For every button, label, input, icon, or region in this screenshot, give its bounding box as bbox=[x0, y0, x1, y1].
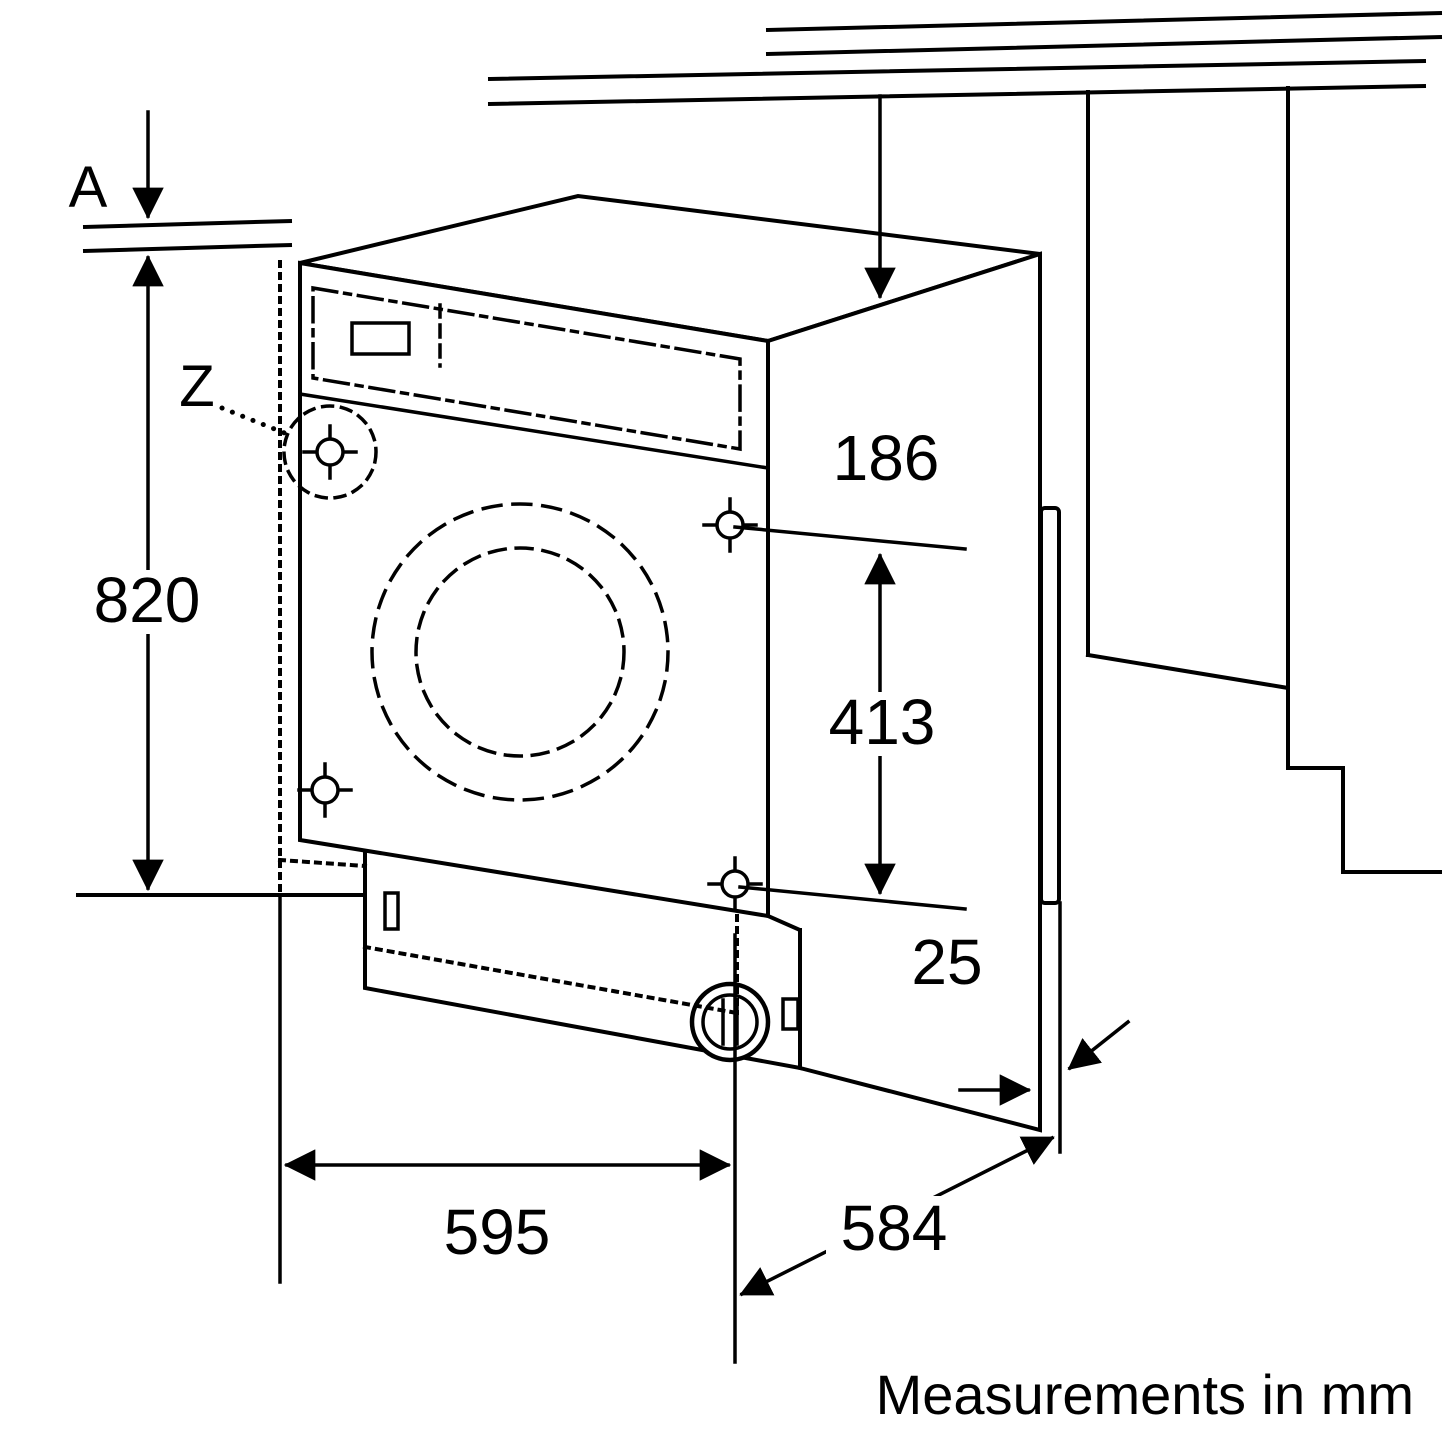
screw-hole-top-right bbox=[702, 497, 758, 553]
dim-413-ext-top bbox=[733, 525, 967, 551]
cabinet-side-panel bbox=[1039, 506, 1061, 905]
appliance-plinth bbox=[363, 849, 802, 1071]
dim-820 bbox=[76, 254, 367, 897]
dim-584-label: 584 bbox=[841, 1192, 948, 1264]
furniture-door-dotted-outline bbox=[277, 260, 740, 1016]
dim-25 bbox=[958, 901, 1131, 1154]
dim-413-ext-bottom bbox=[738, 885, 967, 911]
dim-595-label: 595 bbox=[444, 1196, 551, 1268]
dim-a-label: A bbox=[69, 155, 108, 220]
dim-z-leader-dotted bbox=[219, 405, 290, 437]
screw-hole-bottom-left bbox=[297, 762, 353, 818]
cabinet-section bbox=[1039, 86, 1442, 905]
dim-186-label: 186 bbox=[833, 422, 940, 494]
door-outline-dashed bbox=[370, 502, 670, 802]
dim-820-label: 820 bbox=[94, 564, 201, 636]
dim-584 bbox=[739, 1135, 1055, 1297]
screw-hole-bottom-right bbox=[707, 856, 763, 912]
dim-413 bbox=[733, 525, 967, 911]
plinth-slot bbox=[383, 891, 400, 931]
dim-595 bbox=[278, 896, 737, 1364]
screw-hole-top-left bbox=[302, 424, 358, 480]
display-window bbox=[350, 321, 411, 356]
dim-25-label: 25 bbox=[911, 926, 982, 998]
dim-25-arrow-right bbox=[1067, 1019, 1131, 1071]
units-note: Measurements in mm bbox=[876, 1363, 1414, 1426]
dim-z bbox=[219, 405, 290, 437]
z-detail-circle bbox=[282, 404, 378, 500]
dim-413-label: 413 bbox=[829, 686, 936, 758]
worktop-lines bbox=[82, 10, 1443, 254]
plinth-latch bbox=[781, 997, 800, 1031]
appliance-front-face bbox=[298, 260, 770, 919]
control-panel-cutout-dashed bbox=[311, 285, 742, 452]
dim-z-label: Z bbox=[179, 354, 214, 419]
control-panel bbox=[297, 285, 771, 471]
filter-cap bbox=[689, 981, 771, 1063]
